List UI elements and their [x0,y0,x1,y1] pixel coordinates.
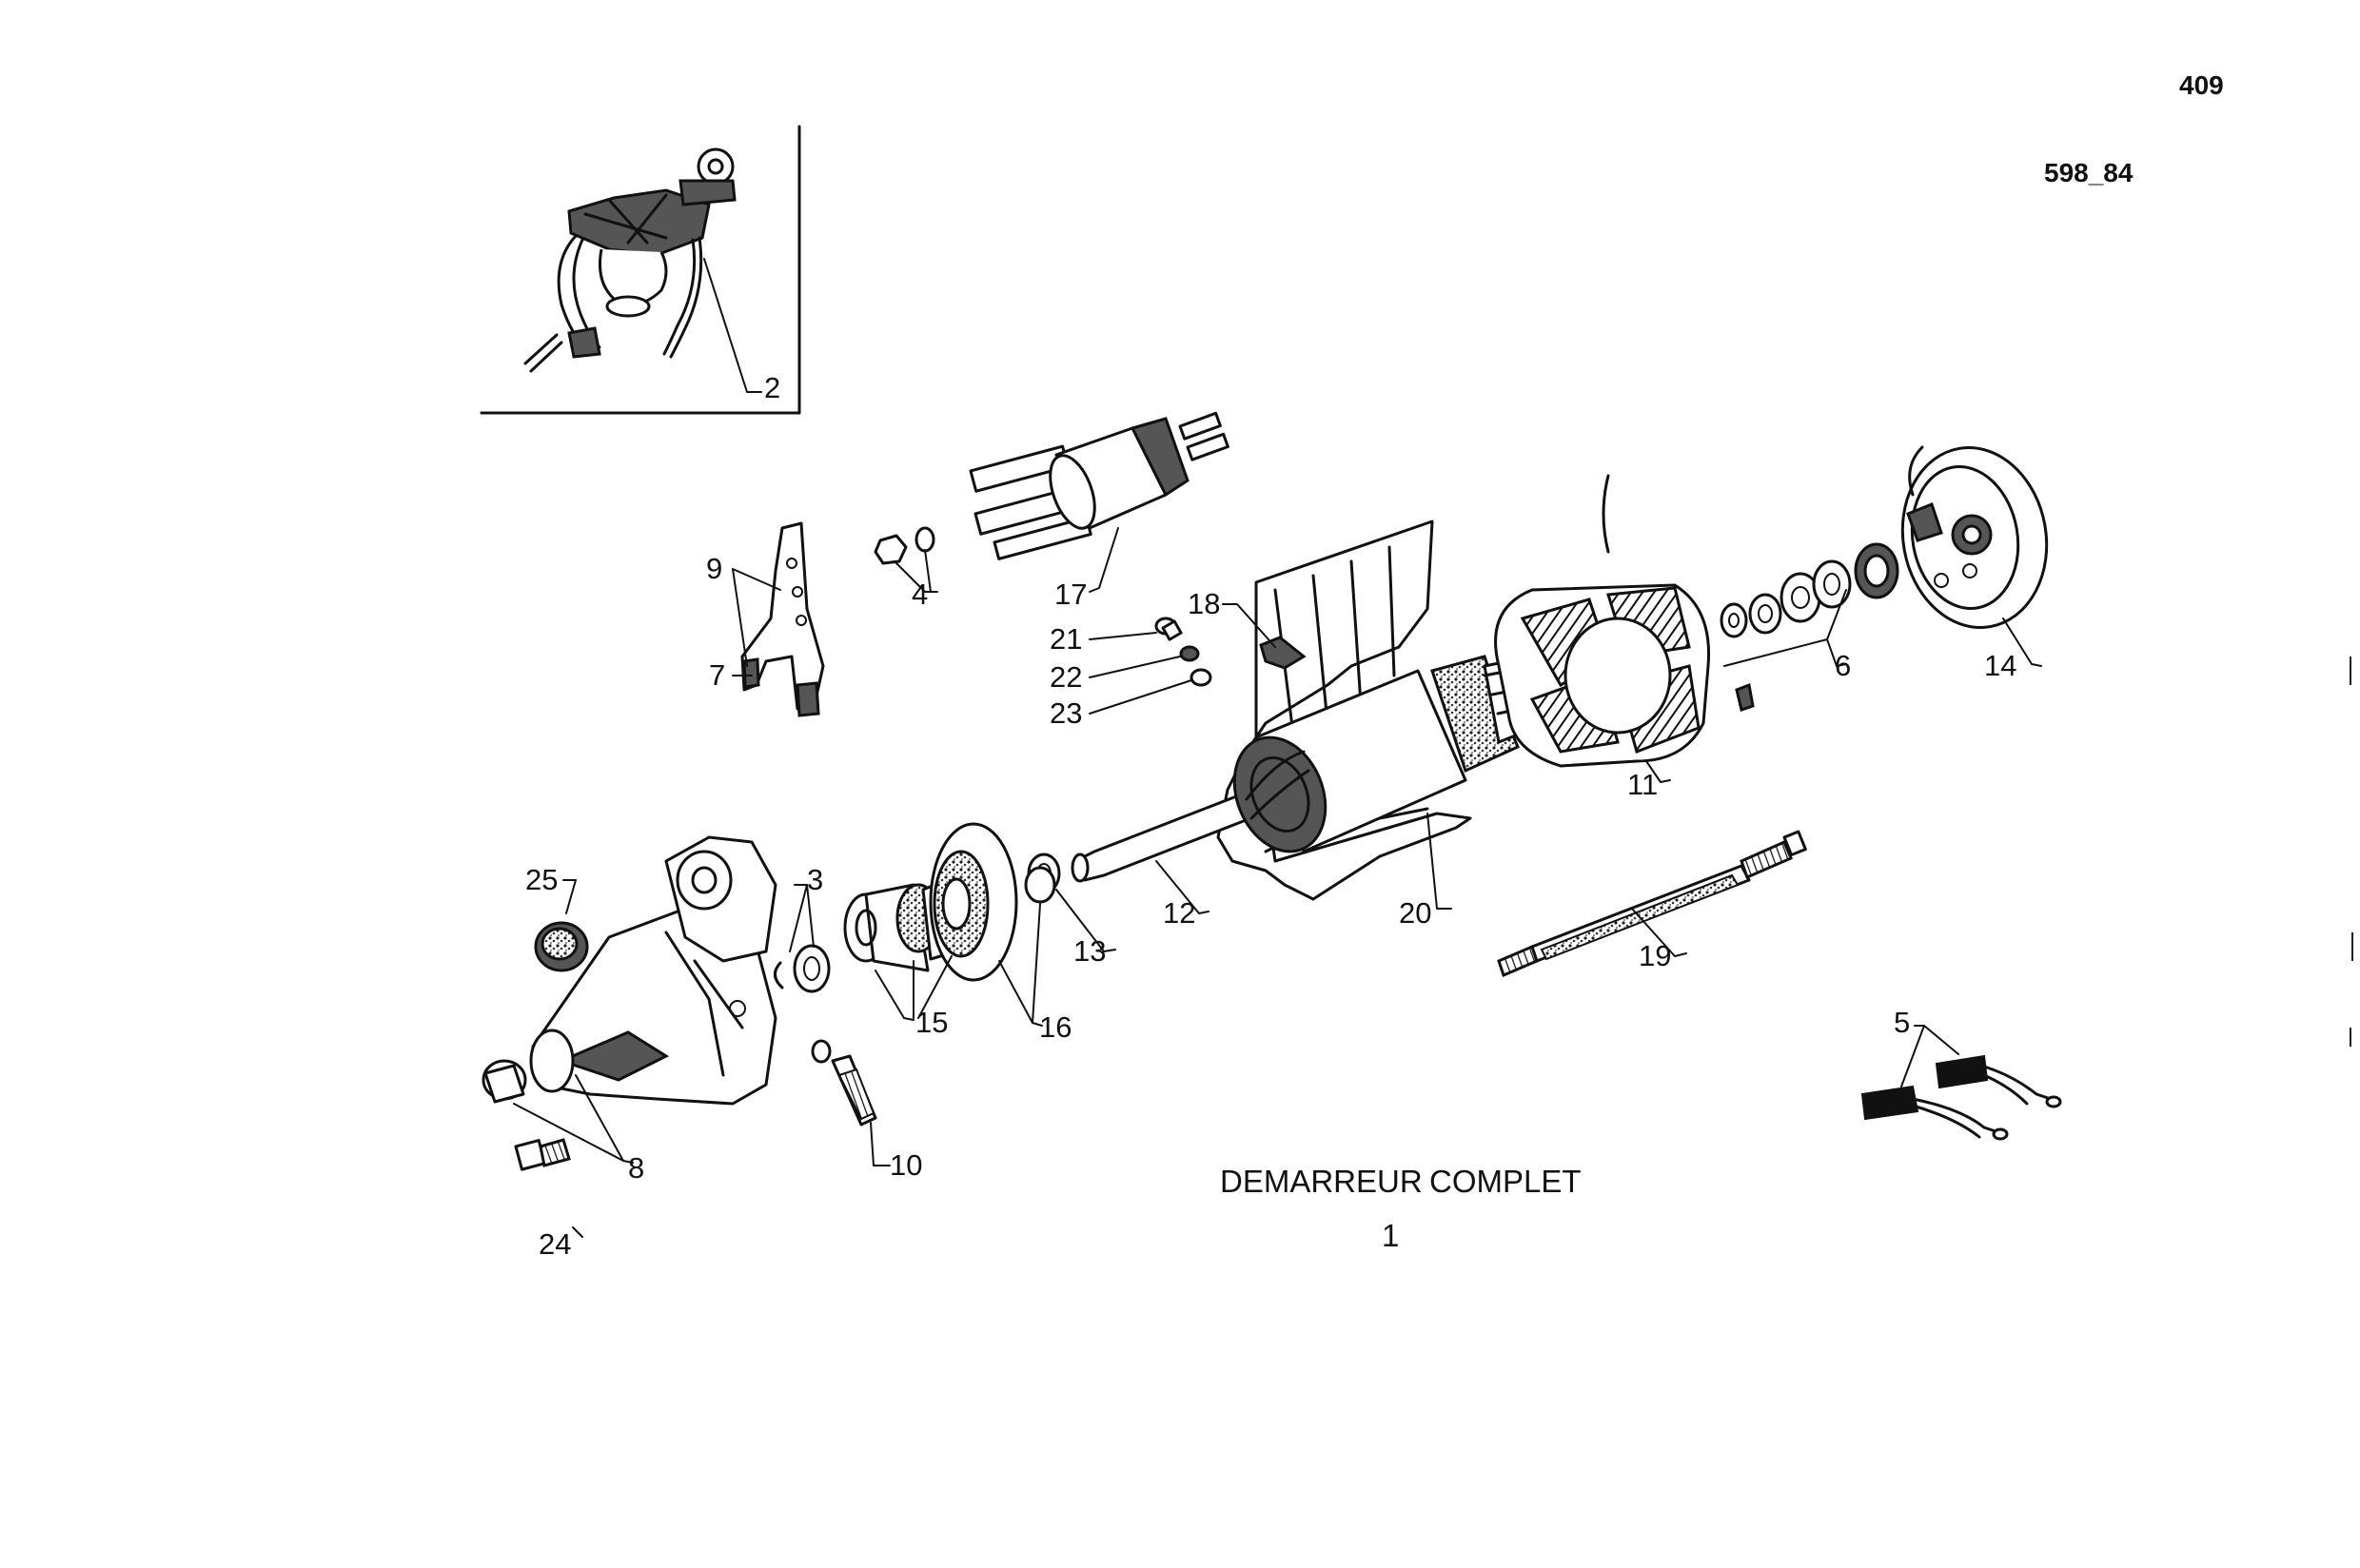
leader-3 [789,884,815,952]
scan-edge-marks [2350,657,2353,1047]
caption-number: 1 [1382,1218,1399,1253]
leader-21 [1089,632,1157,640]
leader-15 [875,955,953,1021]
label-part-12: 12 [1163,896,1195,930]
sealing-plug [534,921,589,972]
brush-holder-clip [1259,636,1307,670]
leader-2 [703,258,762,393]
commutator-end-plate [1900,445,2049,629]
label-part-16: 16 [1039,1010,1072,1044]
leader-25 [562,879,577,914]
label-part-17: 17 [1054,578,1087,611]
flat-washer [1190,668,1212,687]
leader-17 [1089,527,1119,593]
lock-washer [1179,645,1200,662]
field-coil-housing [1494,474,1755,768]
label-part-13: 13 [1073,934,1106,968]
nut-and-washer [874,526,935,565]
leader-5 [1900,1025,1959,1088]
label-part-15: 15 [915,1006,948,1039]
leader-23 [1089,679,1192,715]
label-part-21: 21 [1050,622,1082,656]
solenoid-cover-assembly [523,147,737,373]
shift-fork [740,521,825,717]
leader-14 [2002,617,2042,667]
leader-4 [894,549,938,593]
leader-12 [1155,860,1210,914]
label-part-2: 2 [764,371,780,404]
circlip-and-spacer [774,944,831,993]
leader-13 [1055,889,1116,952]
label-part-4: 4 [912,578,928,611]
label-part-20: 20 [1399,896,1431,930]
leader-9 [732,568,781,667]
label-part-5: 5 [1894,1006,1910,1039]
leader-20 [1426,813,1452,910]
label-part-19: 19 [1639,939,1671,972]
label-part-10: 10 [890,1148,922,1182]
leader-18 [1222,603,1276,648]
label-part-14: 14 [1984,649,2016,682]
leader-22 [1089,656,1181,678]
drawing-reference: 598_84 [2044,158,2134,187]
caption-title-right: COMPLET [1429,1164,1582,1199]
drive-end-housing [529,835,777,1106]
label-part-6: 6 [1835,649,1851,682]
pivot-pin [811,1039,877,1127]
label-part-11: 11 [1627,768,1658,801]
inset-frame [480,125,801,415]
leader-10 [870,1122,891,1166]
carbon-brushes [1860,1054,2062,1141]
terminal-screw [1154,617,1183,641]
shim-washers [1720,542,1899,638]
label-part-22: 22 [1050,660,1082,694]
leader-8 [513,1074,634,1164]
leader-11 [1645,760,1671,783]
leader-16 [998,903,1043,1027]
label-part-18: 18 [1188,587,1220,620]
label-part-3: 3 [807,863,823,896]
leader-24 [572,1226,583,1238]
leader-6 [1723,589,1847,667]
caption-title-left: DEMARREUR [1220,1164,1423,1199]
leader-19 [1631,908,1687,957]
label-part-7: 7 [709,658,725,692]
label-part-9: 9 [706,552,722,585]
fixing-screw [514,1138,571,1171]
label-part-24: 24 [539,1227,571,1261]
label-part-8: 8 [628,1151,644,1185]
intermediate-flange [929,822,1056,982]
solenoid-switch [969,411,1229,560]
page-number: 409 [2179,70,2224,100]
armature [1071,655,1560,883]
label-part-25: 25 [525,863,558,896]
label-part-23: 23 [1050,696,1082,730]
bush-end [482,1059,527,1104]
